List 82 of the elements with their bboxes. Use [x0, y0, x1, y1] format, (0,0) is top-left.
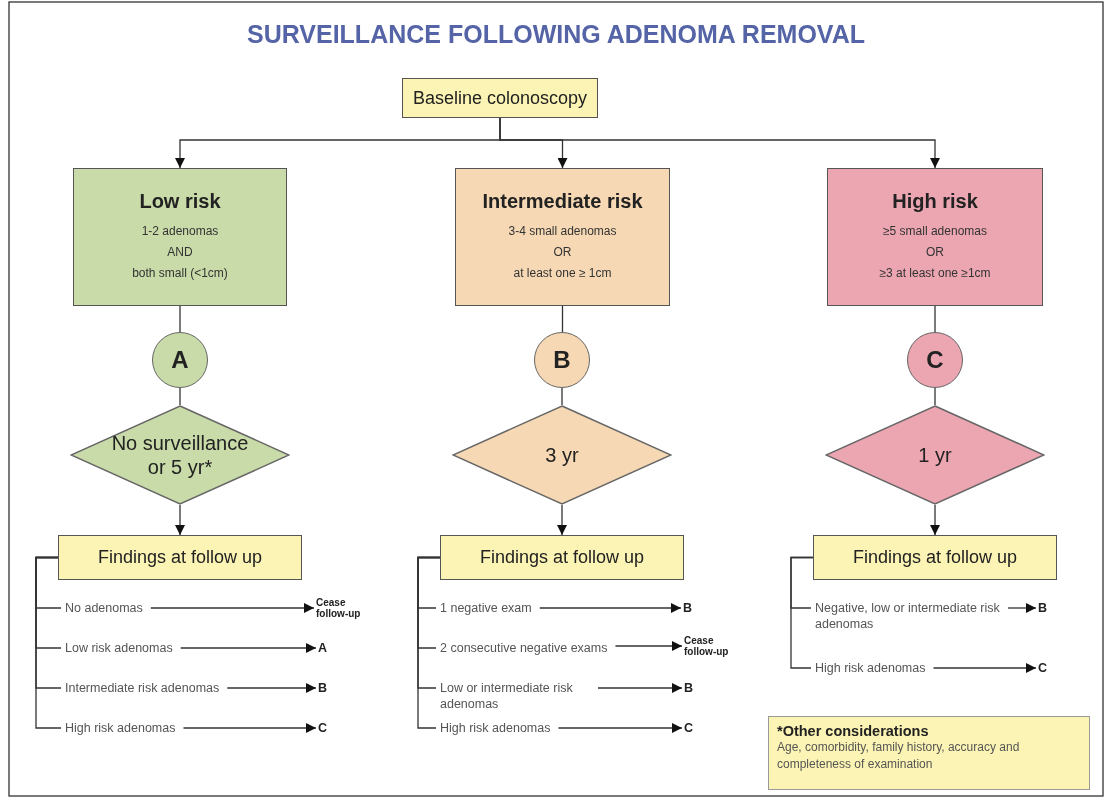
criteria-text: 3-4 small adenomas	[508, 223, 617, 240]
risk-box	[455, 168, 670, 306]
criteria-text: 1-2 adenomas	[141, 223, 219, 240]
arrow	[150, 603, 315, 613]
decision-diamond	[452, 405, 672, 505]
connector-line	[179, 387, 181, 406]
arrow	[180, 643, 317, 653]
finding-text: Low risk adenomas	[65, 640, 173, 656]
note-box	[768, 716, 1090, 790]
arrow	[930, 504, 940, 536]
outcome-label: B	[318, 680, 328, 696]
interval-label: 3 yr	[544, 443, 580, 467]
connector-line	[417, 556, 441, 729]
outcome-label: C	[684, 720, 694, 736]
criteria-text: ≥5 small adenomas	[883, 223, 987, 240]
arrow	[182, 723, 317, 733]
interval-label: 1 yr	[917, 443, 953, 467]
arrow	[1007, 603, 1037, 613]
finding-text: Low or intermediate risk adenomas	[440, 680, 590, 712]
arrow	[597, 683, 683, 693]
circle-marker	[534, 332, 590, 388]
outcome-label: Cease follow-up	[316, 597, 366, 619]
connector-line	[561, 305, 564, 333]
box-label: Baseline colonoscopy	[412, 87, 588, 109]
circle-label: A	[171, 346, 189, 374]
box-label: Findings at follow up	[852, 547, 1018, 568]
circle-marker	[907, 332, 963, 388]
outcome-label: B	[1038, 600, 1048, 616]
connector-line	[790, 556, 814, 669]
diagram-title: SURVEILLANCE FOLLOWING ADENOMA REMOVAL	[245, 20, 866, 49]
note-text: Age, comorbidity, family history, accuracy and completeness of examination	[777, 739, 1021, 773]
finding-text: High risk adenomas	[815, 660, 926, 676]
circle-marker	[152, 332, 208, 388]
finding-text: High risk adenomas	[65, 720, 176, 736]
connector-line	[35, 556, 62, 729]
arrow	[932, 663, 1037, 673]
circle-label: C	[926, 346, 944, 374]
outcome-label: Cease follow-up	[684, 635, 734, 657]
outcome-label: B	[684, 680, 694, 696]
process-box	[402, 78, 598, 118]
finding-text: 2 consecutive negative exams	[440, 640, 608, 656]
outcome-label: C	[318, 720, 328, 736]
circle-label: B	[553, 346, 571, 374]
risk-box	[827, 168, 1043, 306]
connector-line	[561, 387, 563, 406]
arrow	[539, 603, 682, 613]
criteria-text: at least one ≥ 1cm	[513, 265, 612, 282]
process-box	[813, 535, 1057, 580]
box-heading: High risk	[892, 190, 978, 213]
finding-text: Intermediate risk adenomas	[65, 680, 220, 696]
decision-diamond	[70, 405, 290, 505]
finding-text: Negative, low or intermediate risk adenomas	[815, 600, 1000, 632]
note-heading: *Other considerations	[777, 723, 930, 739]
outcome-label: C	[1038, 660, 1048, 676]
criteria-text: ≥3 at least one ≥1cm	[879, 265, 991, 282]
risk-box	[73, 168, 287, 306]
arrow	[557, 504, 567, 536]
box-label: Findings at follow up	[97, 547, 263, 568]
finding-text: 1 negative exam	[440, 600, 532, 616]
box-label: Findings at follow up	[479, 547, 645, 568]
arrow	[226, 683, 317, 693]
connector-line	[934, 305, 936, 333]
process-box	[58, 535, 302, 580]
interval-label: No surveillance or 5 yr*	[110, 431, 250, 479]
box-heading: Intermediate risk	[482, 190, 643, 213]
arrow	[499, 117, 940, 169]
arrow	[557, 723, 683, 733]
connector-line	[179, 305, 181, 333]
decision-diamond	[825, 405, 1045, 505]
finding-text: No adenomas	[65, 600, 143, 616]
criteria-text: OR	[553, 244, 572, 261]
connector-line	[934, 387, 936, 406]
criteria-text: both small (<1cm)	[132, 265, 228, 282]
finding-text: High risk adenomas	[440, 720, 551, 736]
outcome-label: B	[683, 600, 693, 616]
criteria-text: AND	[167, 244, 193, 261]
criteria-text: OR	[926, 244, 944, 261]
process-box	[440, 535, 684, 580]
arrow	[175, 504, 185, 536]
outcome-label: A	[318, 640, 328, 656]
arrow	[614, 641, 683, 651]
box-heading: Low risk	[139, 190, 221, 213]
